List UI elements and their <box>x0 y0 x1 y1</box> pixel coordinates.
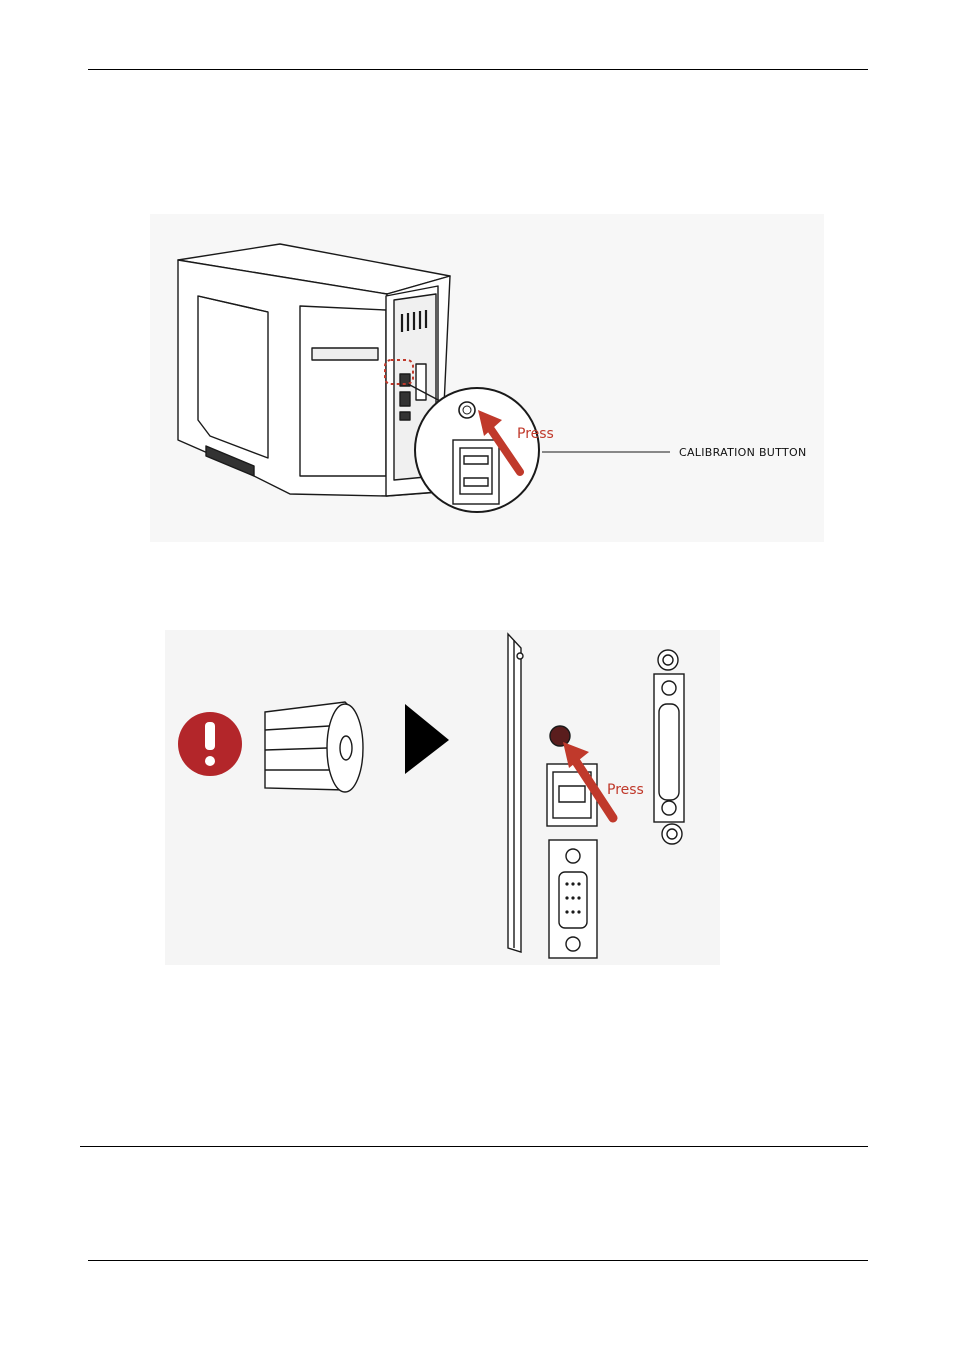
label-roll-icon <box>265 702 363 792</box>
press-label: Press <box>607 782 644 798</box>
calibration-button-icon <box>550 726 570 746</box>
media-calibration-figure: Press <box>165 630 720 965</box>
press-label: Press <box>517 426 554 442</box>
calibration-button-icon <box>459 402 475 418</box>
header-rule <box>88 69 868 70</box>
printer-body-illustration <box>178 244 450 496</box>
section-rule <box>80 1146 868 1147</box>
footer-rule <box>88 1260 868 1261</box>
calibration-button-label: CALIBRATION BUTTON <box>679 446 806 459</box>
printer-calibration-figure: Press CALIBRATION BUTTON <box>150 214 824 542</box>
zoom-callout-circle <box>415 388 539 512</box>
warning-exclamation-icon <box>178 712 242 776</box>
